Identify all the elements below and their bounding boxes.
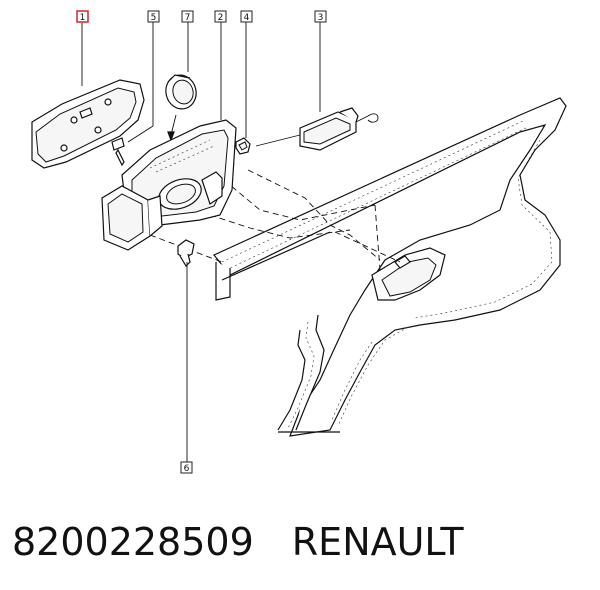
svg-text:3: 3 [318,13,324,23]
svg-text:1: 1 [80,13,86,23]
callout-4: 4 [240,10,253,23]
actuator [255,107,379,151]
callout-7: 7 [181,10,194,23]
svg-text:2: 2 [218,13,224,23]
brand-name: RENAULT [291,520,464,564]
screw [111,137,125,167]
callout-5: 5 [147,10,160,23]
callout-1: 1 [76,10,89,23]
clip [235,137,251,155]
svg-text:6: 6 [184,464,190,474]
retaining-clip [177,239,195,267]
fuel-flap-cover [31,79,145,169]
callout-3: 3 [314,10,327,23]
part-number: 8200228509 [12,520,254,564]
callout-6: 6 [180,461,193,474]
callout-leaders [81,22,321,462]
part-caption: 8200228509 RENAULT [12,514,464,570]
assembly-lines [149,169,401,271]
car-body-quarter-panel [213,97,567,437]
svg-text:4: 4 [244,13,250,23]
rubber-grommet [165,74,197,110]
body-filler-recess [371,247,446,301]
svg-text:7: 7 [185,13,191,23]
callout-2: 2 [214,10,227,23]
fuel-filler-housing [101,119,237,251]
svg-text:5: 5 [151,13,157,23]
